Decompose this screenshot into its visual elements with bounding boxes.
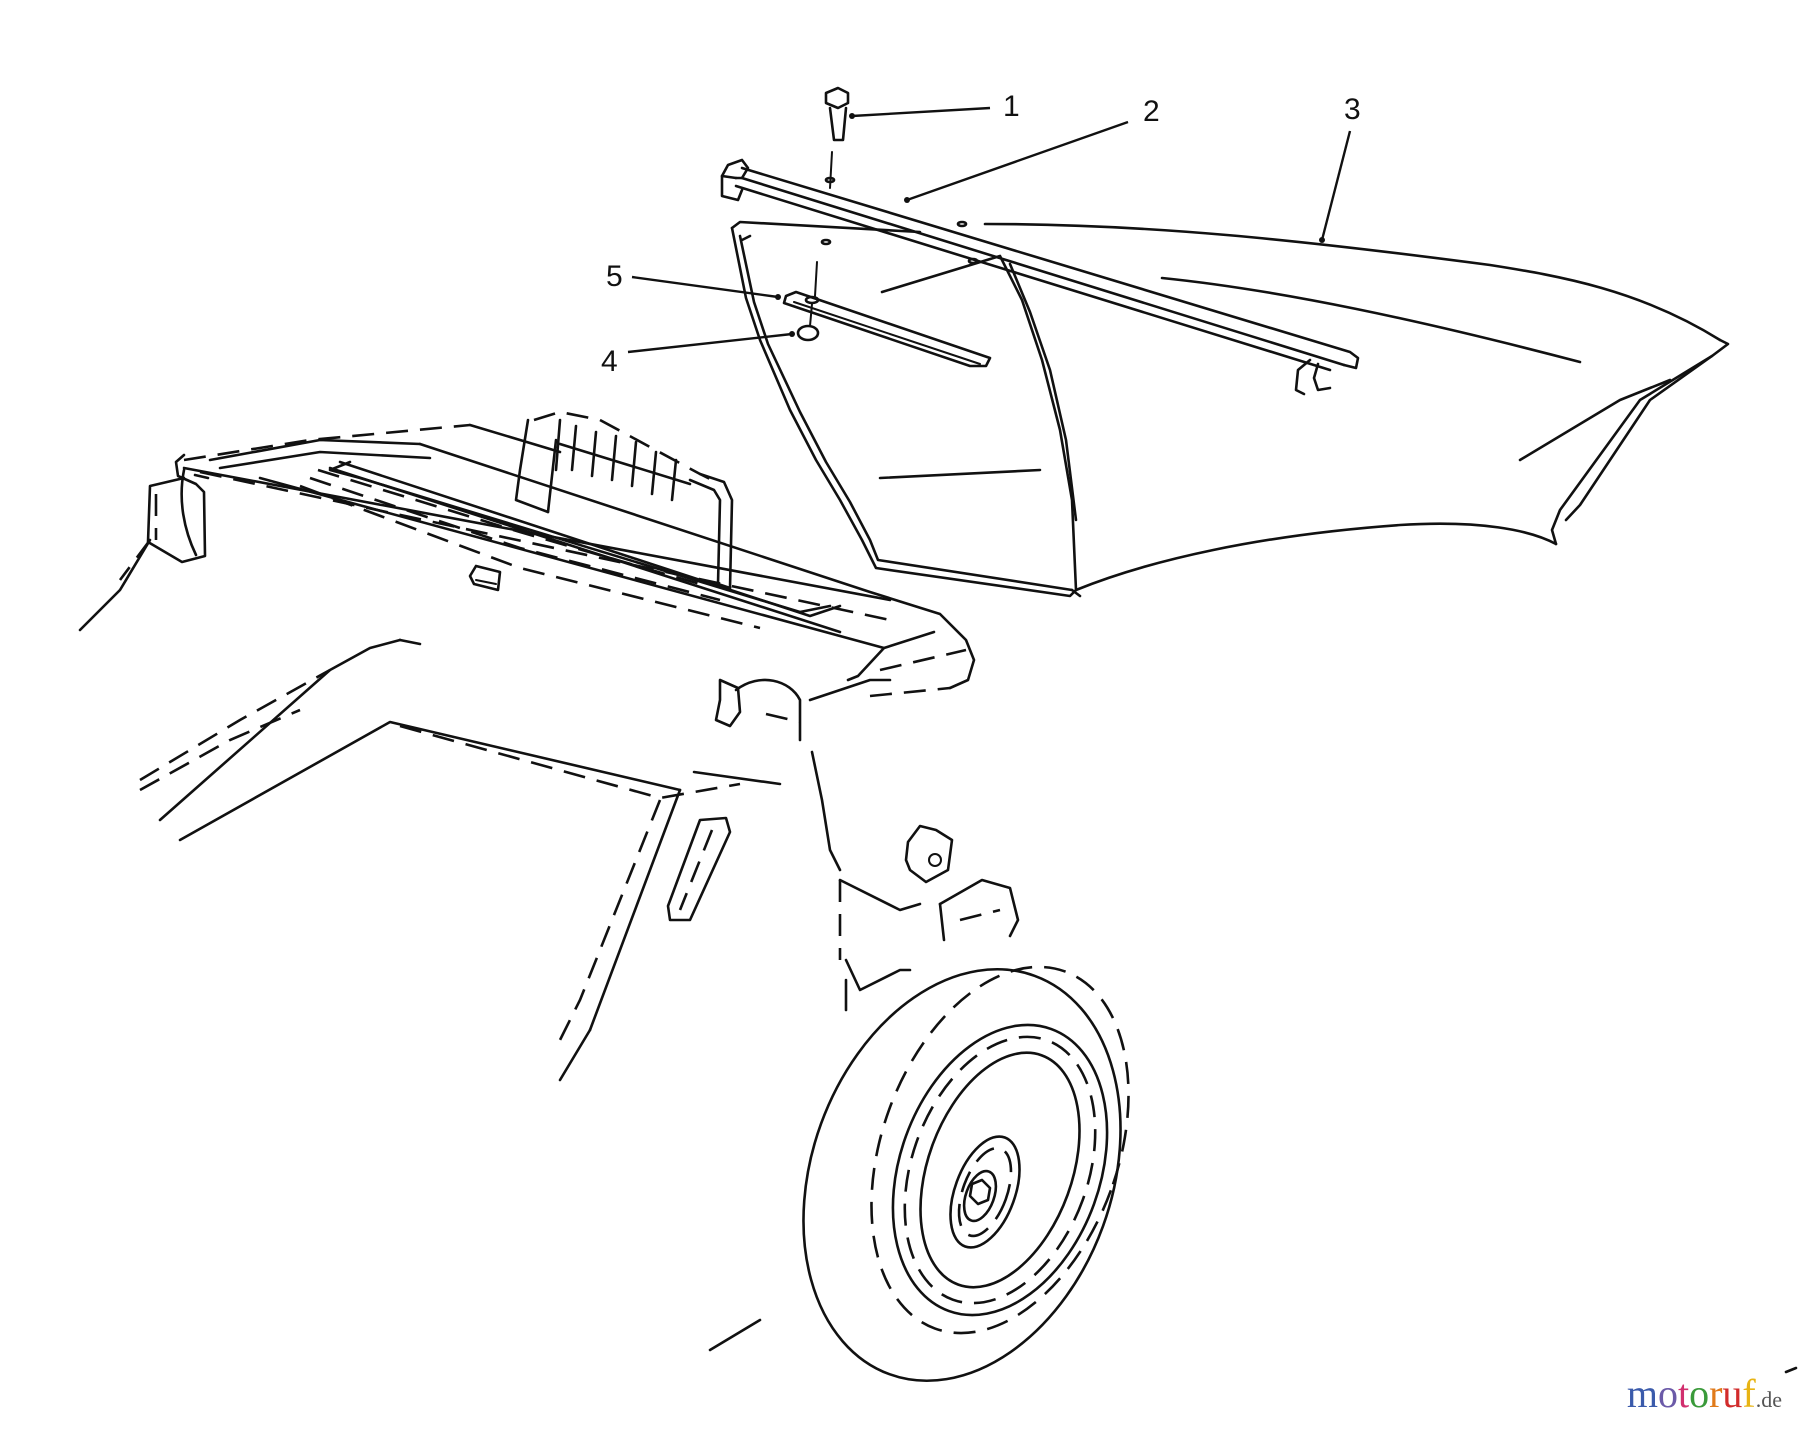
watermark-letter: o: [1657, 1371, 1678, 1416]
chute-rail-part-2: [720, 158, 1360, 396]
callout-label-5: 5: [606, 260, 623, 293]
catcher-handle: [468, 410, 734, 592]
watermark-letter: u: [1722, 1371, 1743, 1416]
callout-leaders: [627, 106, 1352, 354]
watermark-suffix: .de: [1755, 1387, 1782, 1412]
watermark-logo: motoruf.de: [1627, 1370, 1782, 1417]
rear-wheel: [708, 965, 1130, 1383]
watermark-letter: o: [1689, 1371, 1710, 1416]
catcher-bag-frame: [146, 423, 976, 702]
watermark-letter: f: [1742, 1371, 1756, 1416]
mounting-strip-part-5: [782, 261, 992, 368]
callout-label-2: 2: [1143, 95, 1160, 128]
callout-label-3: 3: [1344, 93, 1361, 126]
discharge-chute-part-3: [730, 220, 1730, 598]
nut-part-4: [796, 303, 820, 342]
callout-label-4: 4: [601, 345, 618, 378]
corner-arrow-mark: [1784, 1366, 1798, 1374]
callout-label-1: 1: [1003, 90, 1020, 123]
watermark-letter: m: [1626, 1371, 1658, 1416]
bolt-part-1: [824, 86, 850, 189]
watermark-letter: t: [1677, 1371, 1690, 1416]
watermark-letter: r: [1709, 1371, 1723, 1416]
mower-deck: [78, 538, 1020, 1082]
